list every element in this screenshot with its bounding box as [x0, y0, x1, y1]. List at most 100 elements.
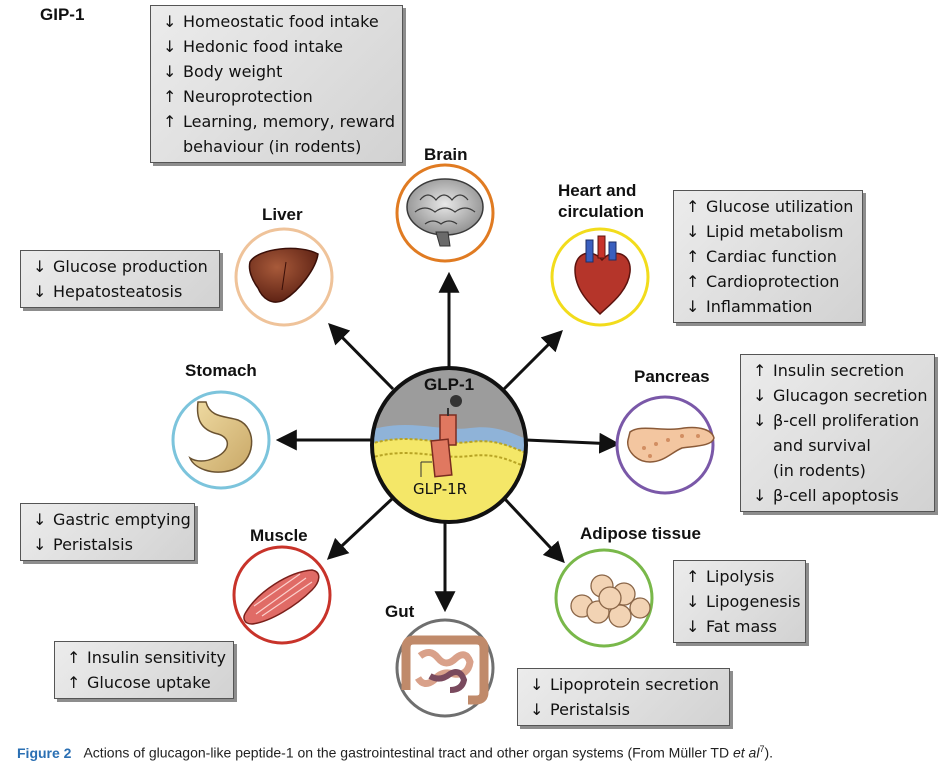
- effect-line: ↑ Learning, memory, reward: [163, 109, 396, 134]
- effect-text: Body weight: [183, 62, 283, 81]
- arrow-up-icon: ↑: [163, 112, 177, 131]
- effect-text: Cardioprotection: [706, 272, 840, 291]
- effect-line: ↓ β-cell apoptosis: [753, 483, 924, 508]
- arrow-up-icon: ↑: [686, 247, 700, 266]
- arrow-down-icon: ↓: [686, 617, 700, 636]
- gut-effects-box: ↓ Lipoprotein secretion ↓ Peristalsis: [517, 668, 730, 726]
- arrow-down-icon: ↓: [163, 37, 177, 56]
- figure-label: Figure 2: [17, 744, 72, 761]
- arrow-down-icon: ↓: [753, 411, 767, 430]
- effect-text: Lipolysis: [706, 567, 775, 586]
- effect-line: ↑Glucose uptake: [67, 670, 223, 695]
- effect-text: Lipoprotein secretion: [550, 675, 719, 694]
- muscle-effects-box: ↑ Insulin sensitivity ↑Glucose uptake: [54, 641, 234, 699]
- arrow-down-icon: ↓: [530, 700, 544, 719]
- liver-effects-box: ↓ Glucose production ↓Hepatosteatosis: [20, 250, 220, 308]
- arrow-up-icon: ↑: [67, 673, 81, 692]
- effect-line: ↓ Peristalsis: [530, 697, 719, 722]
- adipose-effects-box: ↑ Lipolysis ↓ Lipogenesis ↓ Fat mass: [673, 560, 806, 643]
- arrow-down-icon: ↓: [33, 535, 47, 554]
- effect-line: ↑ Cardiac function: [686, 244, 852, 269]
- arrow-to-adipose: [502, 496, 565, 564]
- effect-line: ↑ Cardioprotection: [686, 269, 852, 294]
- arrows: [275, 271, 621, 613]
- label-brain: Brain: [424, 145, 468, 164]
- arrow-to-liver: [328, 323, 395, 391]
- effect-line: ↓ β-cell proliferation: [753, 408, 924, 433]
- effect-text: Peristalsis: [550, 700, 630, 719]
- heart-circle: [550, 227, 650, 327]
- effect-line: ↓ Fat mass: [686, 614, 795, 639]
- effect-text: Neuroprotection: [183, 87, 313, 106]
- effect-text: (in rodents): [773, 461, 866, 480]
- effect-text: Insulin secretion: [773, 361, 905, 380]
- effect-text: Lipid metabolism: [706, 222, 844, 241]
- effect-line: ↓ Glucose production: [33, 254, 209, 279]
- label-stomach: Stomach: [185, 361, 257, 380]
- effect-line: ↓ Body weight: [163, 59, 392, 84]
- effect-line: ↓ Peristalsis: [33, 532, 184, 557]
- effect-line: and survival: [753, 433, 924, 458]
- effect-text: Learning, memory, reward: [183, 112, 396, 131]
- arrow-up-icon: ↑: [686, 567, 700, 586]
- effect-line: ↓ Glucagon secretion: [753, 383, 928, 408]
- label-adipose: Adipose tissue: [580, 524, 701, 543]
- effect-text: β-cell proliferation: [773, 411, 920, 430]
- brain-effects-box: ↓ Homeostatic food intake ↓Hedonic food in…: [150, 5, 403, 163]
- pancreas-effects-box: ↑Insulin secretion ↓ Glucagon secretion ↓ β-…: [740, 354, 935, 512]
- arrow-down-icon: ↓: [163, 12, 177, 31]
- effect-line: ↓Gastric emptying: [33, 507, 191, 532]
- effect-text: Cardiac function: [706, 247, 837, 266]
- center-ligand-label: GLP-1: [424, 375, 475, 394]
- label-gut: Gut: [385, 602, 415, 621]
- effect-line: ↓Inflammation: [686, 294, 852, 319]
- effect-line: ↓Hedonic food intake: [163, 34, 392, 59]
- arrow-down-icon: ↓: [163, 62, 177, 81]
- caption-italic: et al: [732, 744, 760, 761]
- center-receptor-label: GLP-1R: [413, 480, 468, 498]
- caption-text: Actions of glucagon-like peptide-1 on th…: [83, 744, 733, 761]
- figure-caption: Figure 2 Actions of glucagon-like peptide…: [17, 744, 773, 761]
- effect-line: ↓ Lipoprotein secretion: [530, 672, 719, 697]
- effect-text: and survival: [773, 436, 871, 455]
- effect-text: Hepatosteatosis: [53, 282, 183, 301]
- glp1-receptor-illustration: [370, 366, 528, 524]
- effect-text: Homeostatic food intake: [183, 12, 379, 31]
- effect-text: behaviour (in rodents): [183, 137, 362, 156]
- effect-text: Peristalsis: [53, 535, 133, 554]
- arrow-up-icon: ↑: [686, 197, 700, 216]
- effect-line: ↑Neuroprotection: [163, 84, 392, 109]
- effect-text: Lipogenesis: [706, 592, 801, 611]
- adipose-circle: [554, 548, 654, 648]
- effect-line: ↓ Homeostatic food intake: [163, 9, 392, 34]
- arrow-to-pancreas: [525, 432, 621, 454]
- pancreas-circle: [615, 395, 715, 495]
- effect-text: Glucose production: [53, 257, 208, 276]
- caption-reference: 7: [759, 744, 765, 754]
- arrow-up-icon: ↑: [686, 272, 700, 291]
- arrow-down-icon: ↓: [33, 257, 47, 276]
- label-muscle: Muscle: [250, 526, 308, 545]
- effect-text: Insulin sensitivity: [87, 648, 226, 667]
- effect-text: Fat mass: [706, 617, 777, 636]
- arrow-down-icon: ↓: [753, 386, 767, 405]
- arrow-down-icon: ↓: [530, 675, 544, 694]
- stomach-effects-box: ↓Gastric emptying ↓ Peristalsis: [20, 503, 195, 561]
- effect-text: β-cell apoptosis: [773, 486, 899, 505]
- effect-line: ↓Hepatosteatosis: [33, 279, 209, 304]
- label-pancreas: Pancreas: [634, 367, 710, 386]
- effect-line: ↓ Lipid metabolism: [686, 219, 852, 244]
- effect-text: Glucose utilization: [706, 197, 854, 216]
- arrow-up-icon: ↑: [67, 648, 81, 667]
- effect-line: ↑Insulin secretion: [753, 358, 924, 383]
- arrow-down-icon: ↓: [686, 222, 700, 241]
- arrow-down-icon: ↓: [753, 486, 767, 505]
- label-liver: Liver: [262, 205, 303, 224]
- effect-line: ↑ Lipolysis: [686, 564, 795, 589]
- stomach-ring: [171, 390, 271, 490]
- diagram-title: GIP-1: [40, 5, 85, 24]
- arrow-down-icon: ↓: [686, 592, 700, 611]
- brain-circle: [395, 163, 495, 263]
- effect-text: Glucagon secretion: [773, 386, 928, 405]
